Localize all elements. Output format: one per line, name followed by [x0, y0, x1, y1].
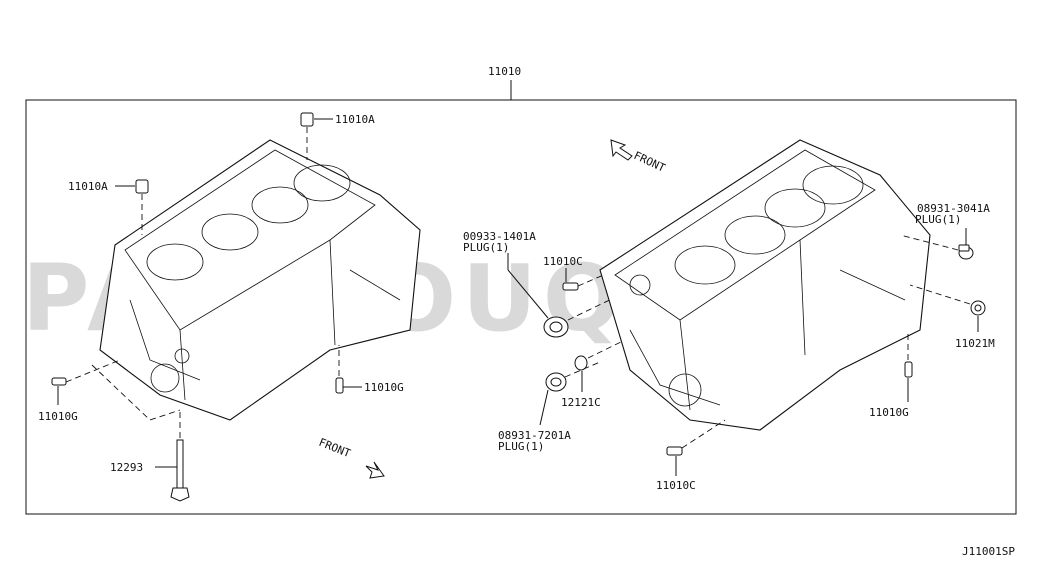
part-08931-3041A: [899, 228, 974, 260]
front-label-left: FRONT: [317, 436, 353, 461]
label-12293: 12293: [110, 461, 143, 474]
part-11010G-right: [904, 330, 913, 402]
label-11010G-mid: 11010G: [364, 381, 404, 394]
label-08931-7201A-number: 08931-7201A: [498, 429, 571, 442]
drawing-code: J11001SP: [962, 545, 1015, 558]
part-00933-1401A: [507, 253, 621, 338]
part-11010G-mid: [335, 345, 362, 394]
main-part-number: 11010: [488, 65, 521, 78]
label-11010C-top: 11010C: [543, 255, 583, 268]
front-label-right: FRONT: [632, 149, 668, 175]
front-arrow-left-icon: [365, 461, 385, 479]
part-12121C: [574, 339, 626, 392]
part-11010A-left: [115, 179, 149, 235]
part-12293-bolt: [91, 364, 190, 502]
label-08931-7201A-plug: PLUG(1): [498, 440, 544, 453]
part-08931-7201A: [539, 361, 601, 426]
part-11021M: [909, 284, 986, 332]
right-cylinder-block: [599, 139, 931, 431]
left-cylinder-block: [99, 139, 421, 421]
part-11010G-left: [51, 359, 121, 405]
label-08931-3041A-plug: PLUG(1): [915, 213, 961, 226]
label-11010A-left: 11010A: [68, 180, 108, 193]
label-11010C-bottom: 11010C: [656, 479, 696, 492]
label-00933-plug: PLUG(1): [463, 241, 509, 254]
part-11010C-bottom: [666, 419, 726, 476]
label-11021M: 11021M: [955, 337, 995, 350]
label-00933-number: 00933-1401A: [463, 230, 536, 243]
label-08931-3041A-number: 08931-3041A: [917, 202, 990, 215]
front-arrow-right-icon: [610, 139, 633, 161]
part-11010A-top: [300, 112, 333, 160]
diagram-frame: [25, 99, 1017, 515]
label-12121C: 12121C: [561, 396, 601, 409]
label-11010A-top: 11010A: [335, 113, 375, 126]
label-11010G-right: 11010G: [869, 406, 909, 419]
label-11010G-left: 11010G: [38, 410, 78, 423]
